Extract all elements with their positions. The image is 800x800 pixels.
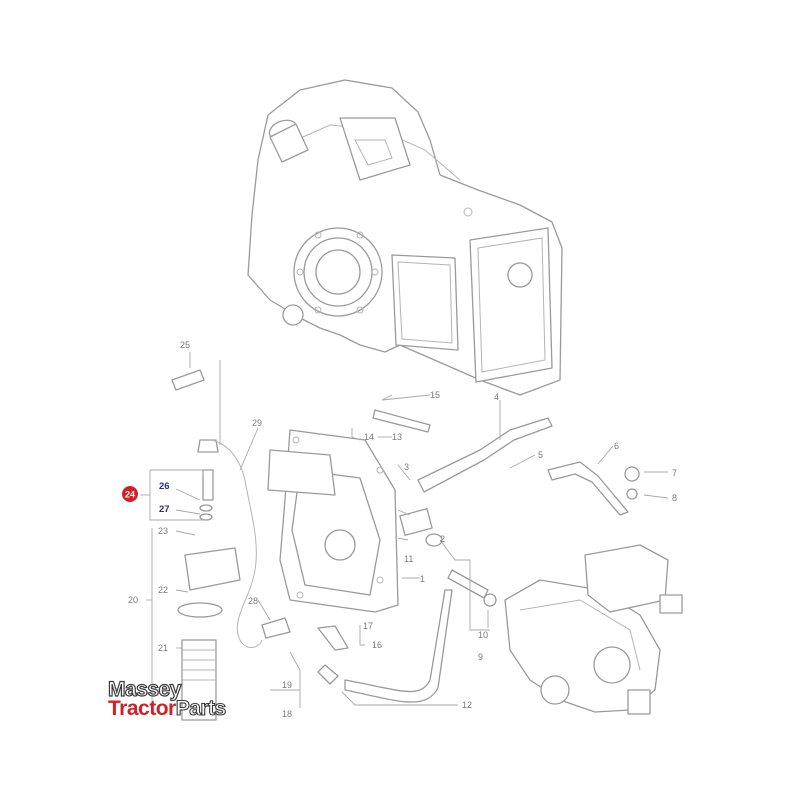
- callout-7[interactable]: 7: [672, 468, 677, 478]
- callout-20[interactable]: 20: [128, 595, 138, 605]
- callout-4[interactable]: 4: [494, 392, 499, 402]
- callout-5[interactable]: 5: [538, 450, 543, 460]
- small-parts: [171, 369, 640, 721]
- leader-lines: [140, 352, 669, 708]
- callout-1[interactable]: 1: [420, 574, 425, 584]
- callout-18[interactable]: 18: [282, 709, 292, 719]
- callout-25[interactable]: 25: [180, 340, 190, 350]
- hydraulic-pump: [504, 544, 683, 715]
- callout-17[interactable]: 17: [363, 621, 373, 631]
- callout-12[interactable]: 12: [462, 700, 472, 710]
- selected-part-badge: [122, 486, 138, 502]
- callout-6[interactable]: 6: [614, 441, 619, 451]
- callout-23[interactable]: 23: [158, 526, 168, 536]
- transmission-housing: [247, 79, 563, 396]
- callout-2[interactable]: 2: [440, 534, 445, 544]
- brand-logo: Massey TractorParts: [107, 678, 227, 720]
- callout-15[interactable]: 15: [430, 390, 440, 400]
- callout-3[interactable]: 3: [404, 462, 409, 472]
- callout-26[interactable]: 26: [159, 481, 170, 492]
- callout-9[interactable]: 9: [478, 652, 483, 662]
- logo-word-parts: Parts: [175, 697, 227, 720]
- selected-part-marker[interactable]: 24: [122, 486, 138, 502]
- callout-14[interactable]: 14: [364, 432, 374, 442]
- callout-labels: 1 2 3 4 5 6 7 8 9 10 11 12 13 14 15 16 1…: [128, 340, 677, 719]
- callout-29[interactable]: 29: [252, 418, 262, 428]
- logo-word-tractor: Tractor: [108, 697, 176, 720]
- callout-19[interactable]: 19: [282, 680, 292, 690]
- callout-28[interactable]: 28: [248, 596, 258, 606]
- callout-22[interactable]: 22: [158, 585, 168, 595]
- callout-11[interactable]: 11: [404, 554, 413, 564]
- callout-27[interactable]: 27: [159, 504, 170, 515]
- callout-16[interactable]: 16: [372, 640, 382, 650]
- callout-13[interactable]: 13: [392, 432, 402, 442]
- callout-21[interactable]: 21: [158, 643, 168, 653]
- callout-8[interactable]: 8: [672, 493, 677, 503]
- logo-line-massey: Massey: [107, 678, 182, 701]
- selected-part-number: 24: [125, 490, 135, 500]
- valve-body: [267, 429, 399, 613]
- callout-10[interactable]: 10: [478, 630, 488, 640]
